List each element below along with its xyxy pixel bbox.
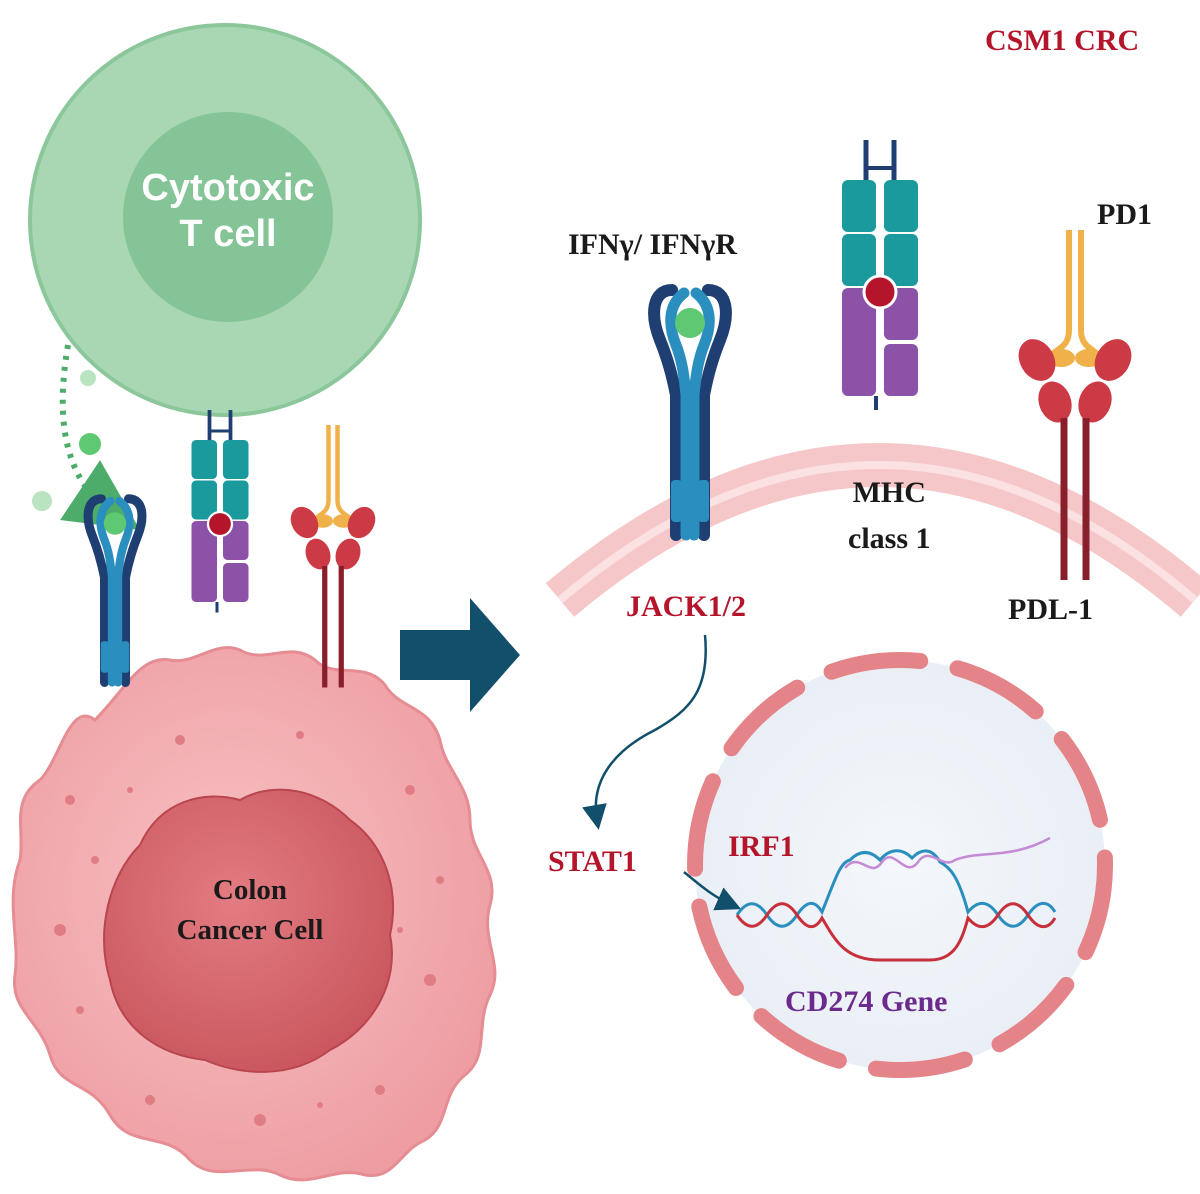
mhc-label-line1: MHC	[852, 476, 926, 509]
colon-label-line1: Colon	[212, 874, 288, 906]
pd1-label: PD1	[1097, 198, 1152, 231]
cd274-gene-label: CD274 Gene	[785, 985, 948, 1018]
irf1-label: IRF1	[728, 830, 795, 863]
mhc-label: MHC class 1	[848, 470, 931, 562]
ifn-gamma-release	[32, 344, 140, 530]
jak-stat-arrow	[582, 634, 707, 830]
stat1-dna-arrow	[683, 871, 742, 911]
transition-arrow	[400, 598, 520, 712]
colon-cell-label: Colon Cancer Cell	[120, 870, 380, 950]
mhc-large	[842, 140, 918, 410]
ifn-label: IFNγ/ IFNγR	[568, 228, 737, 261]
stat1-label: STAT1	[548, 845, 637, 878]
colon-label-line2: Cancer Cell	[176, 914, 324, 946]
tcell-label-line2: T cell	[179, 213, 277, 255]
nucleus	[687, 652, 1113, 1078]
ifn-receptor-small	[88, 499, 142, 683]
colon-cancer-cell	[11, 646, 497, 1182]
pdl1-small	[285, 425, 381, 688]
tcell-label: Cytotoxic T cell	[98, 165, 358, 257]
cell-membrane	[545, 443, 1200, 617]
jak-label: JACK1/2	[626, 590, 746, 623]
tcell-label-line1: Cytotoxic	[141, 167, 315, 209]
mhc-small	[189, 408, 251, 615]
mhc-label-line2: class 1	[848, 522, 931, 555]
cd274-dna	[735, 836, 1057, 962]
figure-tag: CSM1 CRC	[985, 24, 1140, 57]
pdl1-label: PDL-1	[1008, 593, 1093, 626]
cytotoxic-t-cell	[28, 23, 422, 417]
